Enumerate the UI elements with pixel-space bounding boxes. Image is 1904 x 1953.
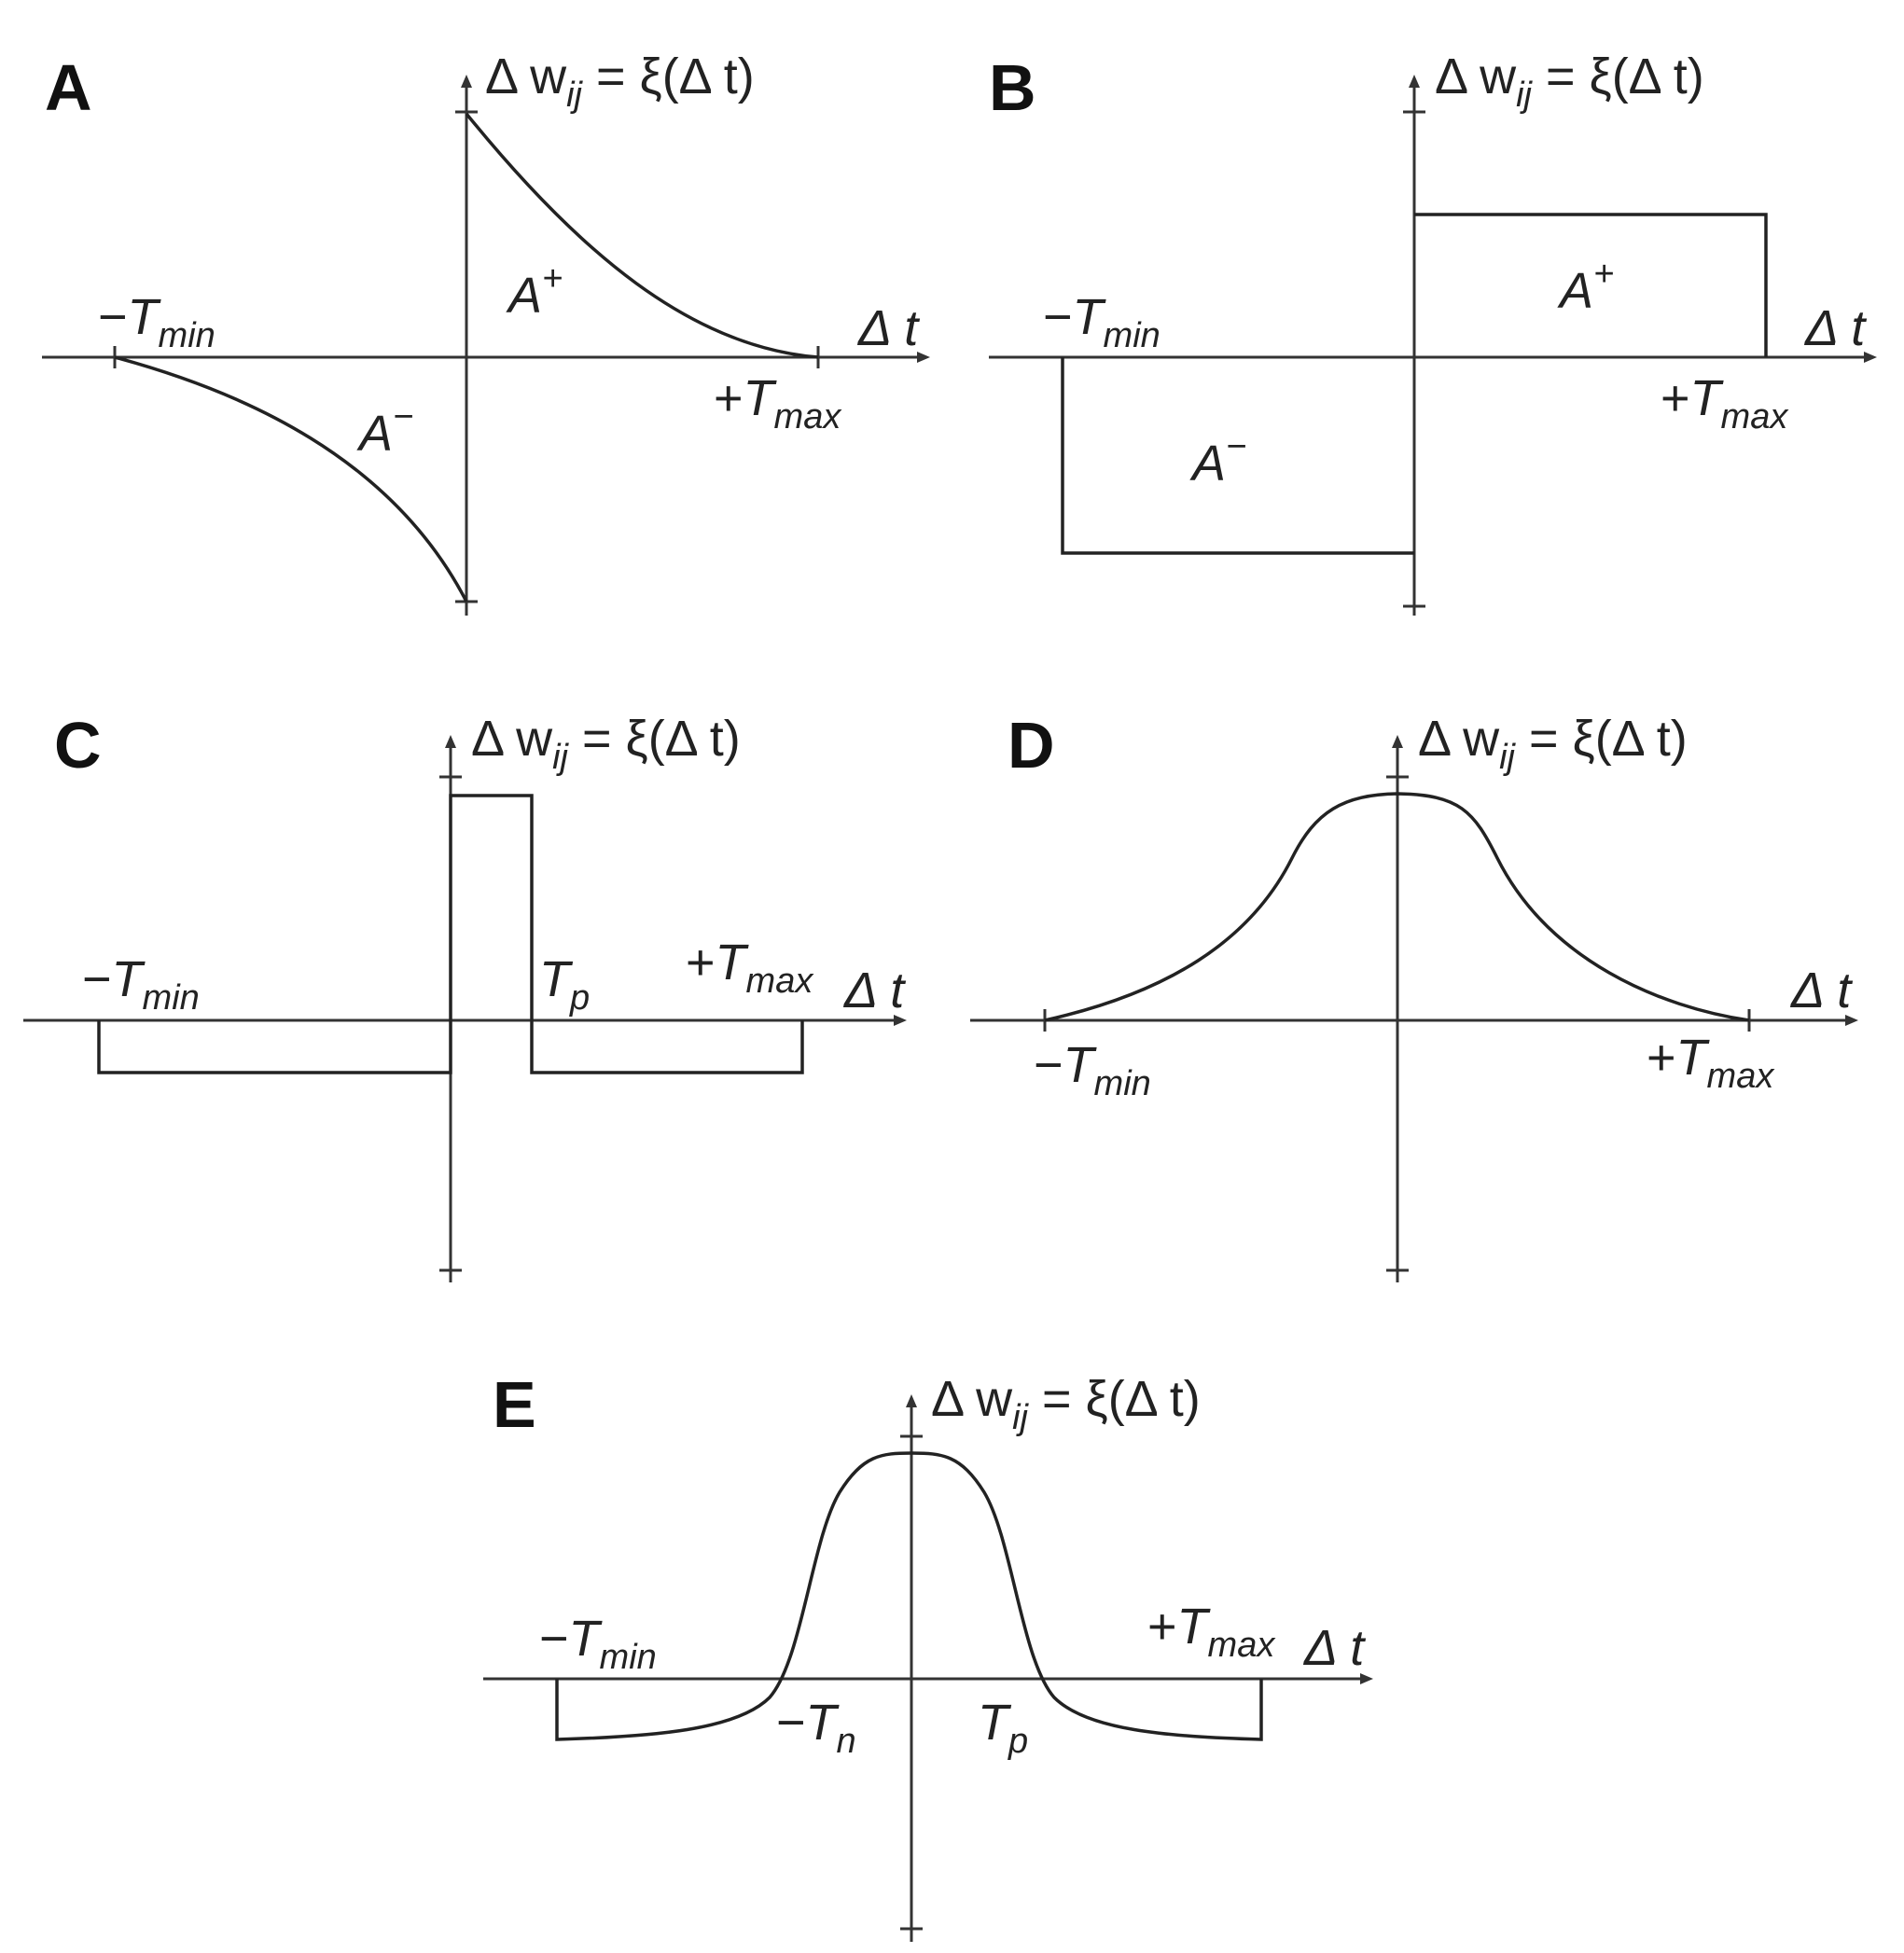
y-axis-label-b: Δ wij = ξ(Δ t) bbox=[1435, 48, 1704, 115]
window-c bbox=[97, 794, 804, 1074]
y-axis-arrow-c bbox=[445, 735, 456, 748]
y-axis-label-a: Δ wij = ξ(Δ t) bbox=[485, 48, 755, 115]
tmax-label-e: +Tmax bbox=[1147, 1599, 1276, 1665]
x-axis-arrow-c bbox=[894, 1015, 907, 1026]
x-axis-arrow-b bbox=[1864, 352, 1877, 363]
y-axis-label-e: Δ wij = ξ(Δ t) bbox=[931, 1371, 1201, 1437]
x-axis-arrow-e bbox=[1360, 1673, 1373, 1684]
panel-d: D Δ wij = ξ(Δ t) Δ t −Tmin +Tmax bbox=[970, 709, 1858, 1282]
panel-label-a: A bbox=[45, 51, 92, 124]
x-axis-arrow-a bbox=[917, 352, 930, 363]
tmin-label-c: −Tmin bbox=[82, 951, 200, 1018]
y-axis-label-c: Δ wij = ξ(Δ t) bbox=[471, 711, 741, 777]
panel-a: A Δ wij = ξ(Δ t) Δ t −Tmin +Tmax A+ A− bbox=[42, 48, 930, 616]
x-axis-label-e: Δ t bbox=[1302, 1620, 1366, 1676]
x-axis-label-c: Δ t bbox=[842, 963, 906, 1018]
ltd-curve-a bbox=[114, 355, 468, 603]
tmax-label-c: +Tmax bbox=[686, 935, 814, 1001]
panel-e: E Δ wij = ξ(Δ t) Δ t −Tmin +Tmax −Tn Tp bbox=[483, 1368, 1373, 1942]
area-minus-label-a: A− bbox=[356, 397, 413, 462]
x-axis-arrow-d bbox=[1845, 1015, 1858, 1026]
ltp-curve-a bbox=[465, 112, 819, 359]
x-axis-label-b: Δ t bbox=[1803, 300, 1867, 356]
tmin-label-b: −Tmin bbox=[1043, 289, 1160, 355]
tn-label-e: −Tn bbox=[776, 1695, 856, 1761]
panel-b: B Δ wij = ξ(Δ t) Δ t −Tmin +Tmax A+ A− bbox=[989, 48, 1877, 616]
tmin-label-a: −Tmin bbox=[98, 289, 215, 355]
tmin-label-d: −Tmin bbox=[1034, 1037, 1151, 1103]
tmax-label-d: +Tmax bbox=[1647, 1030, 1775, 1096]
area-minus-label-b: A− bbox=[1189, 427, 1246, 492]
ltp-window-b bbox=[1414, 213, 1768, 357]
panel-label-d: D bbox=[1008, 709, 1055, 782]
x-axis-label-a: Δ t bbox=[856, 300, 920, 356]
y-axis-arrow-d bbox=[1392, 735, 1403, 748]
area-plus-label-b: A+ bbox=[1557, 255, 1614, 319]
panel-label-c: C bbox=[54, 709, 102, 782]
x-axis-label-d: Δ t bbox=[1789, 963, 1853, 1018]
y-axis-label-d: Δ wij = ξ(Δ t) bbox=[1418, 711, 1688, 777]
tmax-label-b: +Tmax bbox=[1661, 370, 1789, 436]
tmin-label-e: −Tmin bbox=[539, 1611, 657, 1677]
panel-label-e: E bbox=[493, 1368, 536, 1441]
bell-curve-d bbox=[1044, 792, 1750, 1022]
mexican-hat-curve-e bbox=[555, 1451, 1263, 1741]
panel-label-b: B bbox=[989, 51, 1036, 124]
tp-label-c: Tp bbox=[539, 951, 590, 1018]
panel-c: C Δ wij = ξ(Δ t) Δ t −Tmin +Tmax Tp bbox=[23, 709, 907, 1282]
y-axis-arrow-a bbox=[461, 75, 472, 88]
ltd-window-b bbox=[1061, 357, 1414, 555]
y-axis-arrow-b bbox=[1409, 75, 1420, 88]
area-plus-label-a: A+ bbox=[506, 259, 563, 324]
tp-label-e: Tp bbox=[978, 1695, 1028, 1761]
tmax-label-a: +Tmax bbox=[714, 370, 842, 436]
y-axis-arrow-e bbox=[906, 1394, 917, 1407]
